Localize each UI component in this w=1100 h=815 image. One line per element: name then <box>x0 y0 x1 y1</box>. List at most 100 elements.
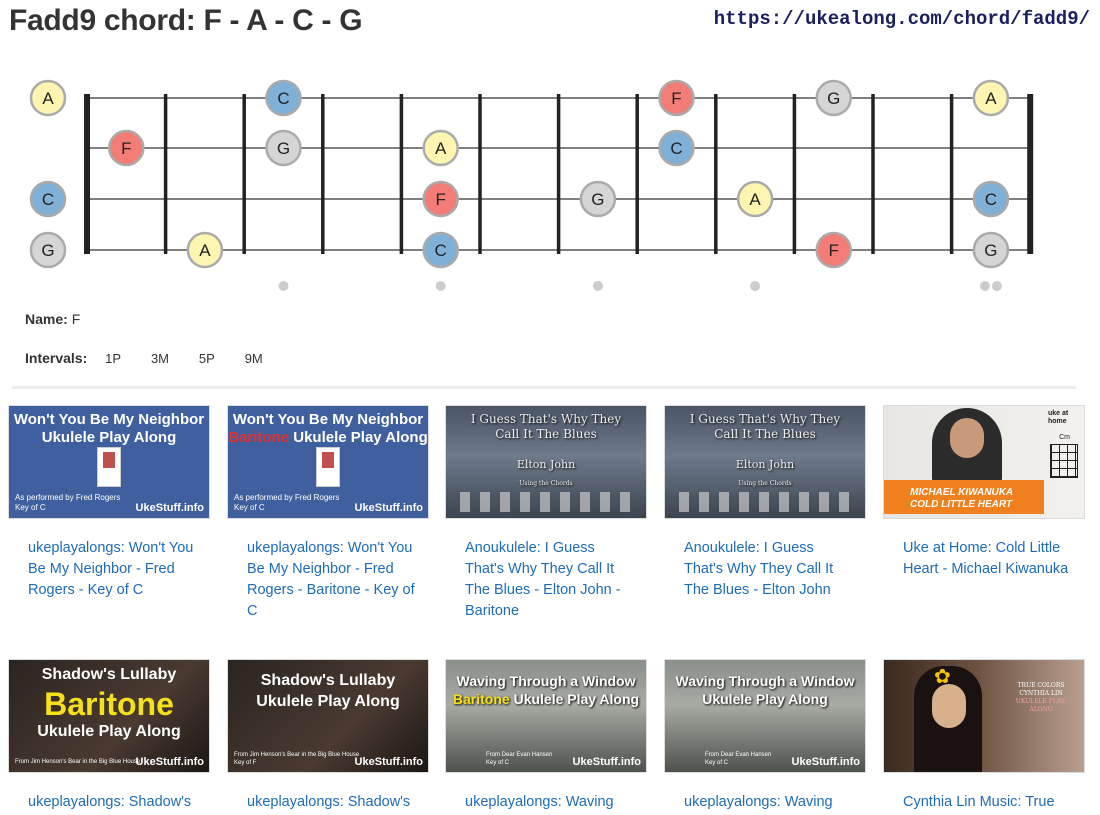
note-marker <box>658 79 695 117</box>
brand-logo: UkeStuff.info <box>354 756 423 768</box>
video-card[interactable]: Won't You Be My Neighbor Baritone Ukulel… <box>228 406 428 622</box>
portrait-image <box>97 447 121 487</box>
video-link[interactable]: ukeplayalongs: Shadow's <box>28 794 192 810</box>
note-marker <box>736 180 774 218</box>
note-marker <box>186 231 224 269</box>
interval-1p: 1P <box>105 351 122 366</box>
thumbnail-subtitle: From Dear Evan Hansen Key of C <box>486 752 553 766</box>
note-label: C <box>42 190 54 209</box>
note-marker <box>422 180 459 218</box>
note-marker <box>422 129 459 167</box>
inlay-dot <box>979 281 990 291</box>
note-label: F <box>121 139 131 158</box>
video-link[interactable]: Cynthia Lin Music: True <box>903 794 1055 810</box>
chord-name-label: Name: <box>25 311 68 327</box>
brand-logo: UkeStuff.info <box>135 502 204 514</box>
performer-image <box>932 408 1002 488</box>
inlay-dot <box>750 281 761 291</box>
note-marker <box>972 79 1010 117</box>
video-link[interactable]: ukeplayalongs: Shadow's <box>247 794 411 810</box>
video-link[interactable]: ukeplayalongs: Won't You Be My Neighbor … <box>28 540 194 598</box>
title-banner <box>884 480 1044 514</box>
note-marker <box>29 79 67 117</box>
brand-logo: UkeStuff.info <box>354 502 423 514</box>
note-label: A <box>42 89 54 108</box>
thumbnail-accent: Baritone <box>44 686 174 722</box>
note-label: F <box>436 190 446 209</box>
thumbnail-title: Waving Through a Window Baritone Ukulele… <box>452 673 640 707</box>
note-marker <box>972 231 1010 269</box>
video-thumbnail[interactable]: Won't You Be My Neighbor Baritone Ukulel… <box>228 406 428 518</box>
video-thumbnail[interactable]: Waving Through a Window Baritone Ukulele… <box>446 660 646 772</box>
note-label: A <box>749 190 761 209</box>
brand-logo: UkeStuff.info <box>135 756 204 768</box>
inlay-dot <box>278 281 289 291</box>
thumbnail-subtitle: From Dear Evan Hansen Key of C <box>705 752 772 766</box>
note-label: A <box>199 241 211 260</box>
note-marker <box>265 129 302 167</box>
inlay-dot <box>592 281 603 291</box>
note-label: C <box>985 190 997 209</box>
thumbnail-subtitle: As performed by Fred Rogers Key of C <box>15 493 121 512</box>
page-url[interactable]: https://ukealong.com/chord/fadd9/ <box>713 8 1090 30</box>
note-marker <box>422 231 459 269</box>
video-card[interactable]: Shadow's Lullaby Baritone Ukulele Play A… <box>9 660 209 813</box>
video-link[interactable]: Anoukulele: I Guess That's Why They Call… <box>684 540 834 598</box>
intervals-label: Intervals: <box>25 350 88 366</box>
note-marker <box>108 129 145 167</box>
thumbnail-subtitle: From Jim Henson's Bear in the Big Blue H… <box>15 759 141 765</box>
thumbnail-title: Shadow's Lullaby <box>41 666 177 683</box>
video-card[interactable]: Waving Through a Window Baritone Ukulele… <box>446 660 646 813</box>
video-thumbnail[interactable]: Shadow's Lullaby Baritone Ukulele Play A… <box>9 660 209 772</box>
note-marker <box>579 180 617 218</box>
portrait-image <box>316 447 340 487</box>
interval-9m: 9M <box>244 351 263 366</box>
thumbnail-subtitle: As performed by Fred Rogers Key of C <box>234 493 340 512</box>
note-label: A <box>435 139 447 158</box>
thumbnail-artist: Elton John <box>735 458 795 471</box>
chord-charts-strip <box>460 492 632 512</box>
video-link[interactable]: ukeplayalongs: Won't You Be My Neighbor … <box>247 540 415 619</box>
note-label: G <box>41 241 54 260</box>
interval-3m: 3M <box>150 351 169 366</box>
video-link[interactable]: ukeplayalongs: Waving <box>465 794 614 810</box>
thumbnail-caption: Using the Chords <box>738 480 792 487</box>
note-marker <box>972 180 1010 218</box>
note-marker <box>265 79 302 117</box>
flower-icon: ✿ <box>934 666 951 688</box>
note-label: G <box>591 190 604 209</box>
thumbnail-caption: Using the Chords <box>519 480 573 487</box>
chord-charts-strip <box>679 492 851 512</box>
video-link[interactable]: Anoukulele: I Guess That's Why They Call… <box>465 540 621 619</box>
note-marker <box>29 180 67 218</box>
brand-logo: UkeStuff.info <box>572 756 641 768</box>
note-marker <box>29 231 67 269</box>
video-link[interactable]: Uke at Home: Cold Little Heart - Michael… <box>903 540 1069 577</box>
video-link[interactable]: ukeplayalongs: Waving <box>684 794 833 810</box>
thumbnail-subtitle: From Jim Henson's Bear in the Big Blue H… <box>234 752 360 766</box>
note-label: C <box>670 139 682 158</box>
intervals-row: Intervals: 1P 3M 5P 9M <box>25 350 263 366</box>
note-marker <box>815 79 852 117</box>
inlay-dot <box>435 281 446 291</box>
brand-logo: UkeStuff.info <box>791 756 860 768</box>
